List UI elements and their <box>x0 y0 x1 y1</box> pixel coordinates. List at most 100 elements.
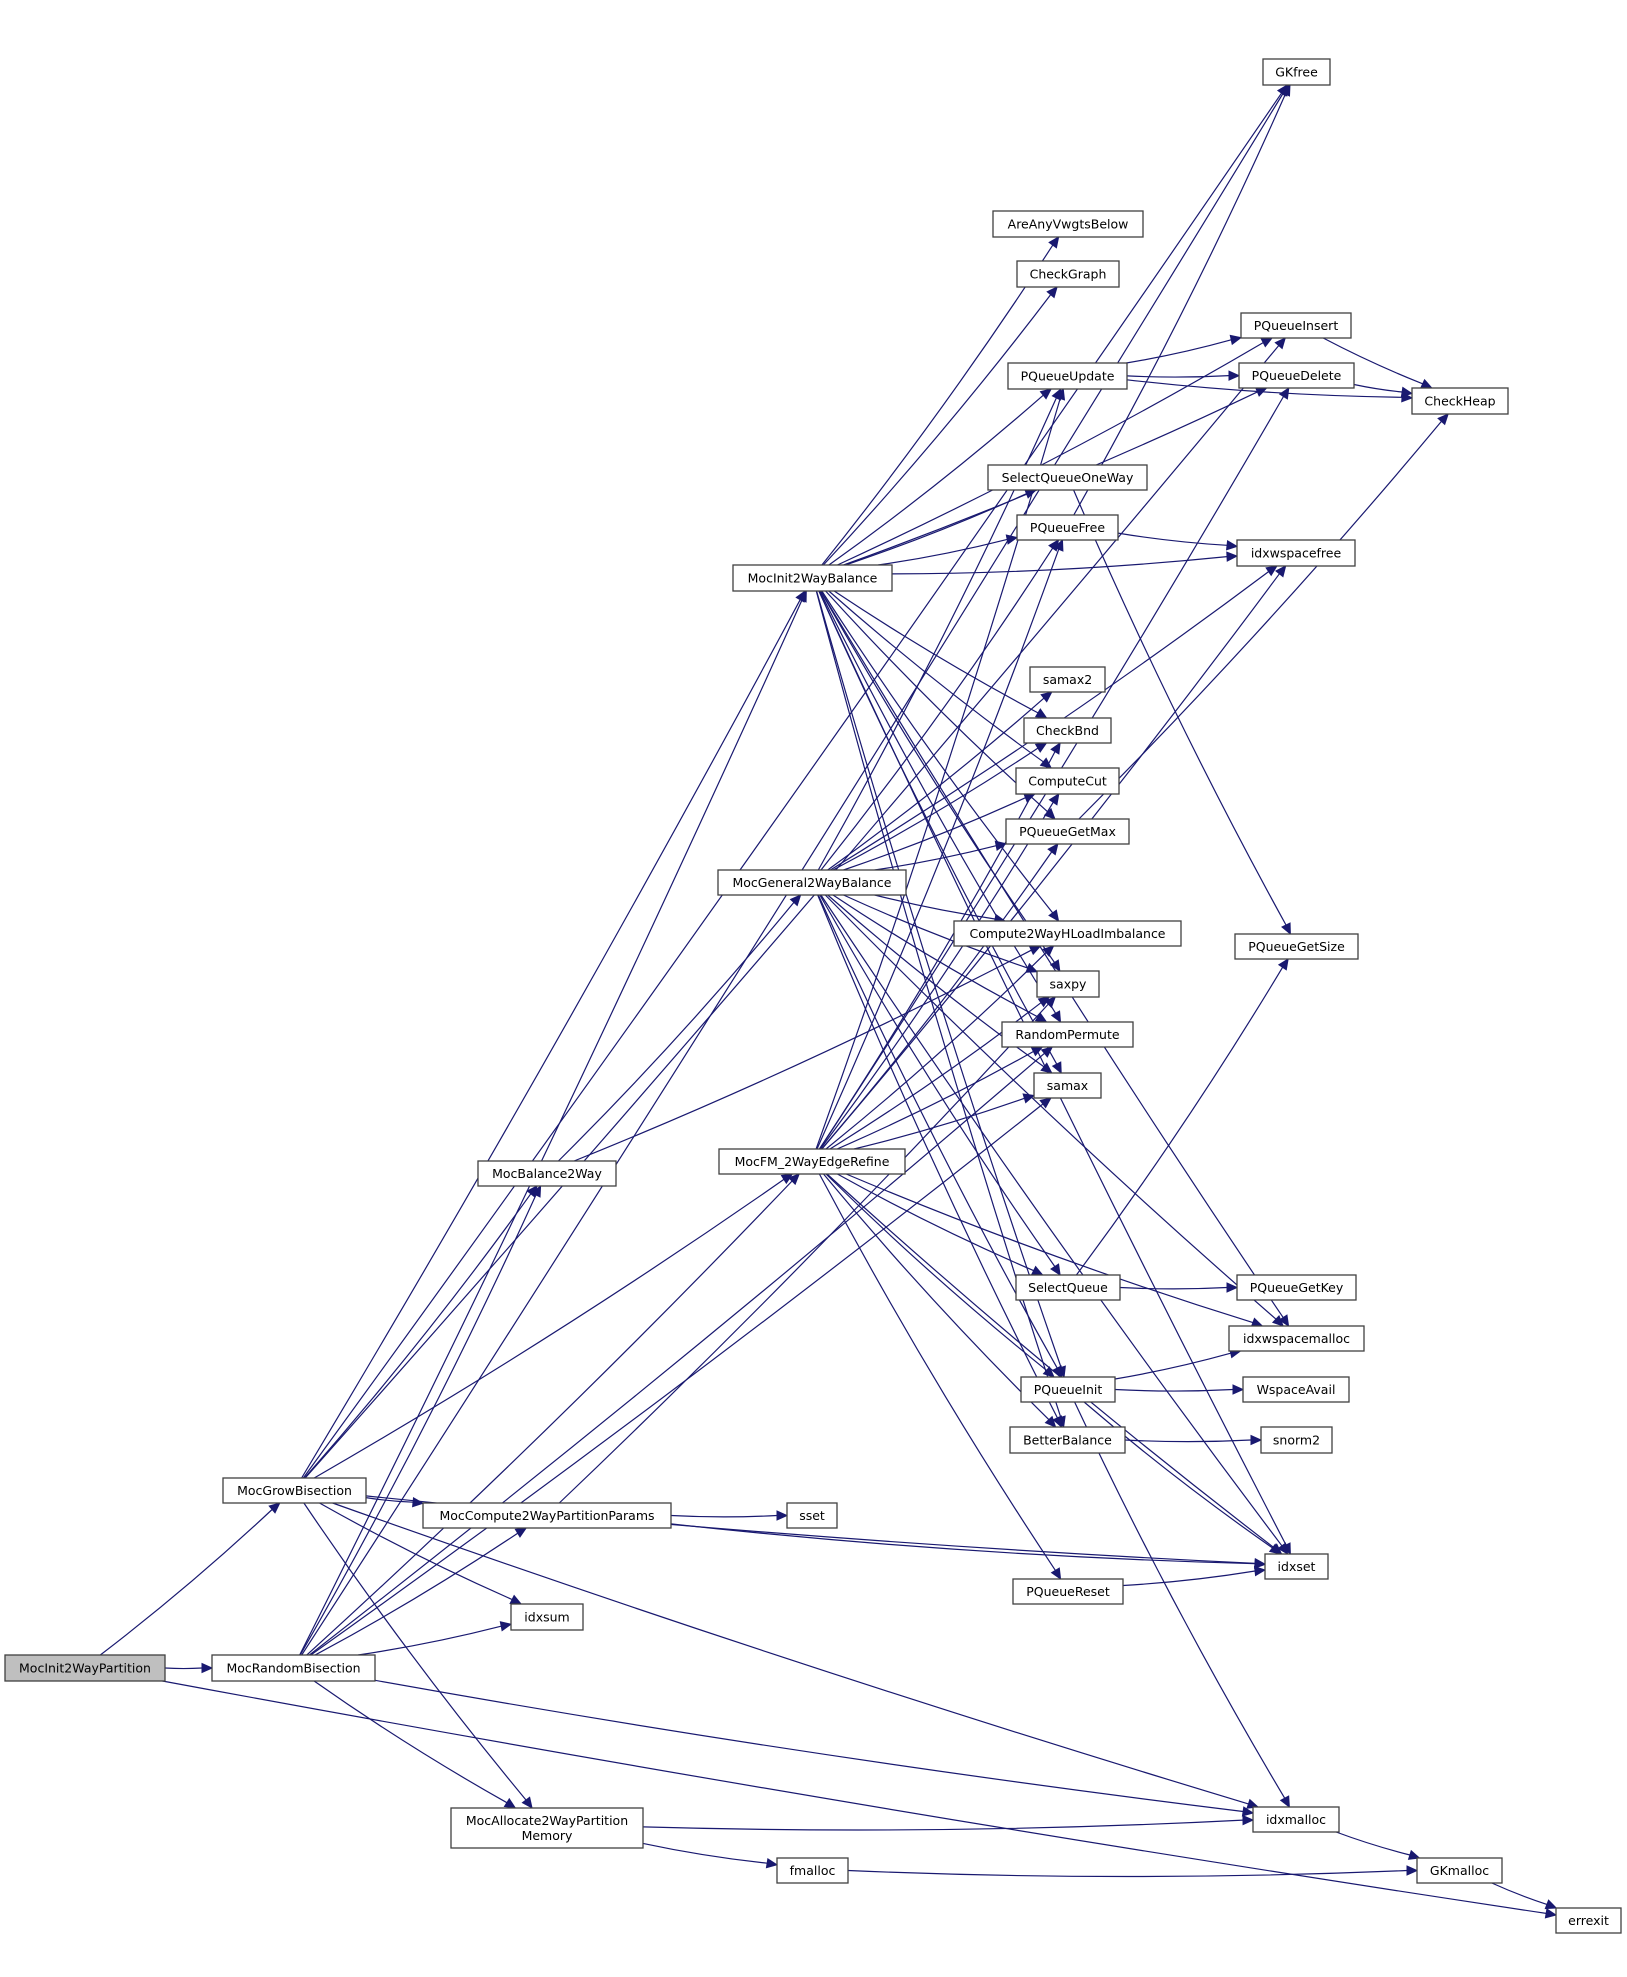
node-box <box>786 1502 838 1529</box>
node-are-any-vwgts-below[interactable]: AreAnyVwgtsBelow <box>992 210 1144 238</box>
arrowhead-icon <box>1048 909 1060 922</box>
node-moc-fm-2-way-edge-refine[interactable]: MocFM_2WayEdgeRefine <box>718 1148 906 1175</box>
node-errexit[interactable]: errexit <box>1555 1907 1622 1934</box>
arrowhead-icon <box>268 1502 281 1514</box>
node-label: idxset <box>1278 1559 1316 1574</box>
node-compute2-way-hload-imbalance[interactable]: Compute2WayHLoadImbalance <box>953 920 1182 947</box>
arrowhead-icon <box>503 1797 517 1809</box>
node-label: errexit <box>1568 1913 1609 1928</box>
edge-line <box>820 894 1283 1547</box>
edge-line <box>162 1680 1547 1914</box>
node-moc-grow-bisection[interactable]: MocGrowBisection <box>222 1477 367 1504</box>
node-label: Memory <box>522 1828 573 1843</box>
node-samax2[interactable]: samax2 <box>1029 666 1106 693</box>
node-snorm2[interactable]: snorm2 <box>1260 1426 1333 1454</box>
node-label: GKmalloc <box>1430 1863 1489 1878</box>
node-label: MocRandomBisection <box>226 1661 360 1676</box>
node-wspace-avail[interactable]: WspaceAvail <box>1242 1376 1350 1403</box>
edge-moc-init2-way-balance-to-better-balance <box>815 590 1066 1429</box>
edge-moc-general2-way-balance-to-samax2 <box>827 691 1053 871</box>
arrowhead-icon <box>1048 792 1060 806</box>
edge-line <box>821 573 1280 1150</box>
edge-line <box>1126 339 1232 364</box>
arrowhead-icon <box>1050 1567 1062 1581</box>
node-fmalloc[interactable]: fmalloc <box>776 1857 849 1884</box>
edge-moc-init2-way-balance-to-idxwspacefree <box>891 551 1239 575</box>
edge-moc-init2-way-balance-to-saxpy <box>820 590 1061 973</box>
node-gkfree[interactable]: GKfree <box>1262 58 1331 86</box>
arrowhead-icon <box>1022 1093 1036 1104</box>
arrowhead-icon <box>1055 387 1066 401</box>
node-idxwspacemalloc[interactable]: idxwspacemalloc <box>1228 1325 1365 1352</box>
node-random-permute[interactable]: RandomPermute <box>1001 1021 1134 1048</box>
node-moc-general2-way-balance[interactable]: MocGeneral2WayBalance <box>717 869 907 896</box>
arrowhead-icon <box>1005 534 1019 545</box>
node-moc-compute2-way-partition-params[interactable]: MocCompute2WayPartitionParams <box>422 1502 672 1529</box>
node-compute-cut[interactable]: ComputeCut <box>1015 767 1120 795</box>
edge-moc-grow-bisection-to-moc-init2-way-balance <box>301 589 806 1479</box>
node-box <box>1033 1072 1102 1099</box>
arrowhead-icon <box>1229 334 1243 346</box>
node-pqueue-reset[interactable]: PQueueReset <box>1012 1578 1124 1605</box>
node-pqueue-insert[interactable]: PQueueInsert <box>1240 312 1352 339</box>
node-label: idxsum <box>524 1610 569 1625</box>
edge-line <box>309 1052 1045 1656</box>
edge-line <box>825 1173 1047 1371</box>
edge-pqueue-reset-to-idxset <box>1122 1565 1267 1587</box>
edge-moc-fm-2-way-edge-refine-to-compute2-way-hload-imbalance <box>825 945 1055 1150</box>
node-pqueue-free[interactable]: PQueueFree <box>1016 514 1119 541</box>
edge-line <box>819 801 1054 1150</box>
edge-moc-fm-2-way-edge-refine-to-better-balance <box>823 1173 1057 1428</box>
node-pqueue-get-size[interactable]: PQueueGetSize <box>1234 933 1359 960</box>
node-moc-init2-way-partition[interactable]: MocInit2WayPartition <box>4 1654 166 1682</box>
node-check-heap[interactable]: CheckHeap <box>1411 387 1509 415</box>
node-saxpy[interactable]: saxpy <box>1036 970 1100 998</box>
edge-moc-random-bisection-to-idxsum <box>358 1621 513 1656</box>
node-better-balance[interactable]: BetterBalance <box>1009 1426 1126 1454</box>
node-sset[interactable]: sset <box>786 1502 838 1529</box>
edge-line <box>310 1103 1044 1656</box>
node-pqueue-get-key[interactable]: PQueueGetKey <box>1236 1274 1357 1301</box>
edge-line <box>878 538 1008 566</box>
node-pqueue-update[interactable]: PQueueUpdate <box>1007 362 1128 390</box>
edge-moc-init2-way-balance-to-compute2-way-hload-imbalance <box>821 590 1060 922</box>
edge-line <box>845 1173 1254 1324</box>
edge-line <box>821 244 1054 566</box>
arrowhead-icon <box>765 1857 779 1869</box>
node-box <box>211 1654 376 1682</box>
edge-moc-grow-bisection-to-gkfree <box>302 84 1289 1479</box>
node-select-queue[interactable]: SelectQueue <box>1015 1274 1121 1301</box>
node-samax[interactable]: samax <box>1033 1072 1102 1099</box>
node-idxmalloc[interactable]: idxmalloc <box>1252 1806 1340 1833</box>
edge-line <box>1083 1401 1273 1549</box>
edge-moc-init2-way-balance-to-check-graph <box>822 286 1058 566</box>
node-pqueue-delete[interactable]: PQueueDelete <box>1238 362 1355 389</box>
node-moc-balance2-way[interactable]: MocBalance2Way <box>477 1160 617 1187</box>
arrowhead-icon <box>1277 1542 1289 1555</box>
arrowhead-icon <box>1265 565 1278 577</box>
edge-moc-general2-way-balance-to-pqueue-init <box>817 894 1063 1379</box>
edge-line <box>557 902 795 1162</box>
node-idxset[interactable]: idxset <box>1264 1553 1329 1580</box>
edge-line <box>820 590 1055 963</box>
node-idxwspacefree[interactable]: idxwspacefree <box>1236 539 1356 567</box>
node-moc-random-bisection[interactable]: MocRandomBisection <box>211 1654 376 1682</box>
node-check-bnd[interactable]: CheckBnd <box>1023 717 1112 744</box>
node-pqueue-get-max[interactable]: PQueueGetMax <box>1005 818 1130 845</box>
arrowhead-icon <box>1226 1282 1239 1293</box>
node-box <box>776 1857 849 1884</box>
edge-moc-general2-way-balance-to-pqueue-get-max <box>874 840 1008 871</box>
node-pqueue-init[interactable]: PQueueInit <box>1020 1376 1116 1403</box>
node-box <box>1411 387 1509 415</box>
node-check-graph[interactable]: CheckGraph <box>1016 260 1120 288</box>
node-moc-init2-way-balance[interactable]: MocInit2WayBalance <box>732 564 893 592</box>
edge-line <box>825 952 1047 1150</box>
node-select-queue-one-way[interactable]: SelectQueueOneWay <box>987 464 1148 491</box>
node-gkmalloc[interactable]: GKmalloc <box>1416 1857 1503 1884</box>
edge-moc-general2-way-balance-to-idxwspacemalloc <box>824 894 1285 1327</box>
edge-line <box>827 697 1045 871</box>
edge-moc-init2-way-balance-to-are-any-vwgts-below <box>821 236 1060 566</box>
node-idxsum[interactable]: idxsum <box>510 1603 584 1631</box>
arrowhead-icon <box>1280 83 1291 97</box>
